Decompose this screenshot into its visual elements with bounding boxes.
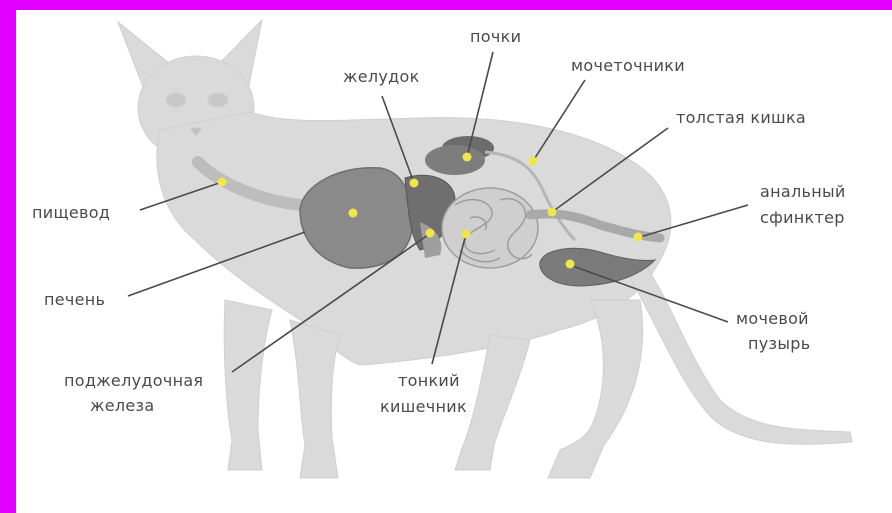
label-pancreas-line2: железа: [90, 396, 154, 415]
label-anal-line2: сфинктер: [760, 208, 845, 227]
dot-kidneys: [463, 153, 472, 162]
label-bladder-line2: пузырь: [748, 334, 810, 353]
kidney-organ-2: [425, 145, 485, 175]
dot-pancreas: [426, 229, 435, 238]
cat-left-eye: [166, 93, 186, 107]
label-bladder-line1: мочевой: [736, 309, 809, 328]
diagram-canvas: пищевод печень поджелудочная железа желу…: [16, 10, 892, 513]
label-anal-line1: анальный: [760, 182, 846, 201]
dot-small-intestine: [462, 230, 471, 239]
dot-large-intestine: [548, 208, 557, 217]
label-ureters: мочеточники: [571, 56, 685, 75]
label-large-intestine: толстая кишка: [676, 108, 806, 127]
cat-tail: [630, 265, 852, 444]
cat-front-leg-2: [290, 320, 340, 478]
dot-anal: [634, 233, 643, 242]
dot-ureters: [529, 157, 538, 166]
label-pancreas-line1: поджелудочная: [64, 371, 203, 390]
label-kidneys: почки: [470, 27, 521, 46]
dot-bladder: [566, 260, 575, 269]
cat-front-leg-1: [224, 300, 272, 470]
cat-anatomy-diagram: пищевод печень поджелудочная железа желу…: [16, 10, 892, 513]
small-intestine-organ: [442, 188, 538, 268]
label-small-intestine-line2: кишечник: [380, 397, 467, 416]
label-stomach: желудок: [343, 67, 420, 86]
label-small-intestine-line1: тонкий: [398, 371, 460, 390]
label-liver: печень: [44, 290, 105, 309]
label-esophagus: пищевод: [32, 203, 110, 222]
dot-liver: [349, 209, 358, 218]
dot-esophagus: [218, 178, 227, 187]
dot-stomach: [410, 179, 419, 188]
cat-right-eye: [208, 93, 228, 107]
